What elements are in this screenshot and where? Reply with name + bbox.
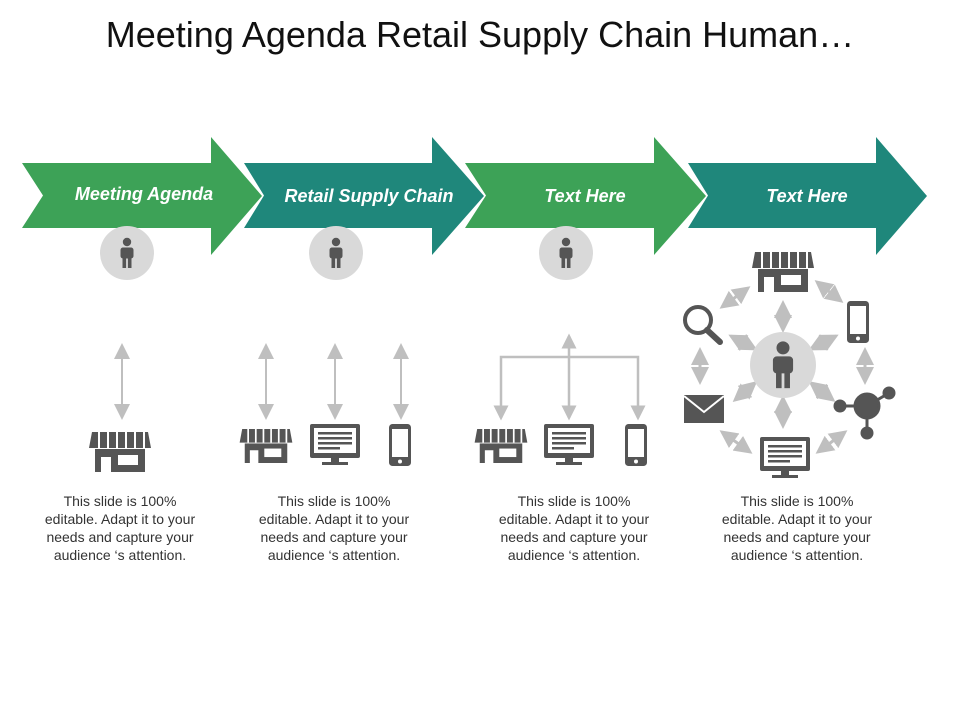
person-badge-2 xyxy=(309,226,363,280)
phone-icon xyxy=(625,424,647,466)
stage-arrow-1: Meeting Agenda xyxy=(22,137,262,255)
stage-1-description: This slide is 100% editable. Adapt it to… xyxy=(44,493,196,563)
stage-3-description: This slide is 100% editable. Adapt it to… xyxy=(498,493,650,563)
magnifier-icon xyxy=(683,305,723,345)
stage-arrow-3: Text Here xyxy=(465,137,706,255)
stage-2-description: This slide is 100% editable. Adapt it to… xyxy=(258,493,410,563)
stage-arrow-4-label: Text Here xyxy=(766,186,847,206)
monitor-icon xyxy=(310,424,360,465)
share-node-icon xyxy=(833,386,896,440)
store-icon xyxy=(239,429,293,463)
person-badge-3 xyxy=(539,226,593,280)
store-icon xyxy=(89,432,151,472)
store-icon xyxy=(474,429,528,463)
stage-arrow-2-shape xyxy=(244,137,484,255)
page-title: Meeting Agenda Retail Supply Chain Human… xyxy=(105,14,855,55)
person-badge-1 xyxy=(100,226,154,280)
store-icon xyxy=(752,252,814,292)
phone-icon xyxy=(847,301,869,343)
stage-arrow-4: Text Here xyxy=(688,137,927,255)
phone-icon xyxy=(389,424,411,466)
monitor-icon xyxy=(544,424,594,465)
stage-arrow-3-shape xyxy=(465,137,706,255)
hub-network xyxy=(683,252,896,478)
envelope-icon xyxy=(683,395,725,423)
stage-arrow-4-shape xyxy=(688,137,927,255)
monitor-icon xyxy=(760,437,810,478)
stage-4-description: This slide is 100% editable. Adapt it to… xyxy=(721,493,873,563)
stage-arrow-1-label: Meeting Agenda xyxy=(75,184,213,204)
stage-arrow-1-shape xyxy=(22,137,262,255)
stage-arrow-2-label: Retail Supply Chain xyxy=(284,186,453,206)
hub-connectors xyxy=(691,280,874,454)
stage-arrow-2: Retail Supply Chain xyxy=(244,137,484,255)
stage-arrow-3-label: Text Here xyxy=(544,186,625,206)
